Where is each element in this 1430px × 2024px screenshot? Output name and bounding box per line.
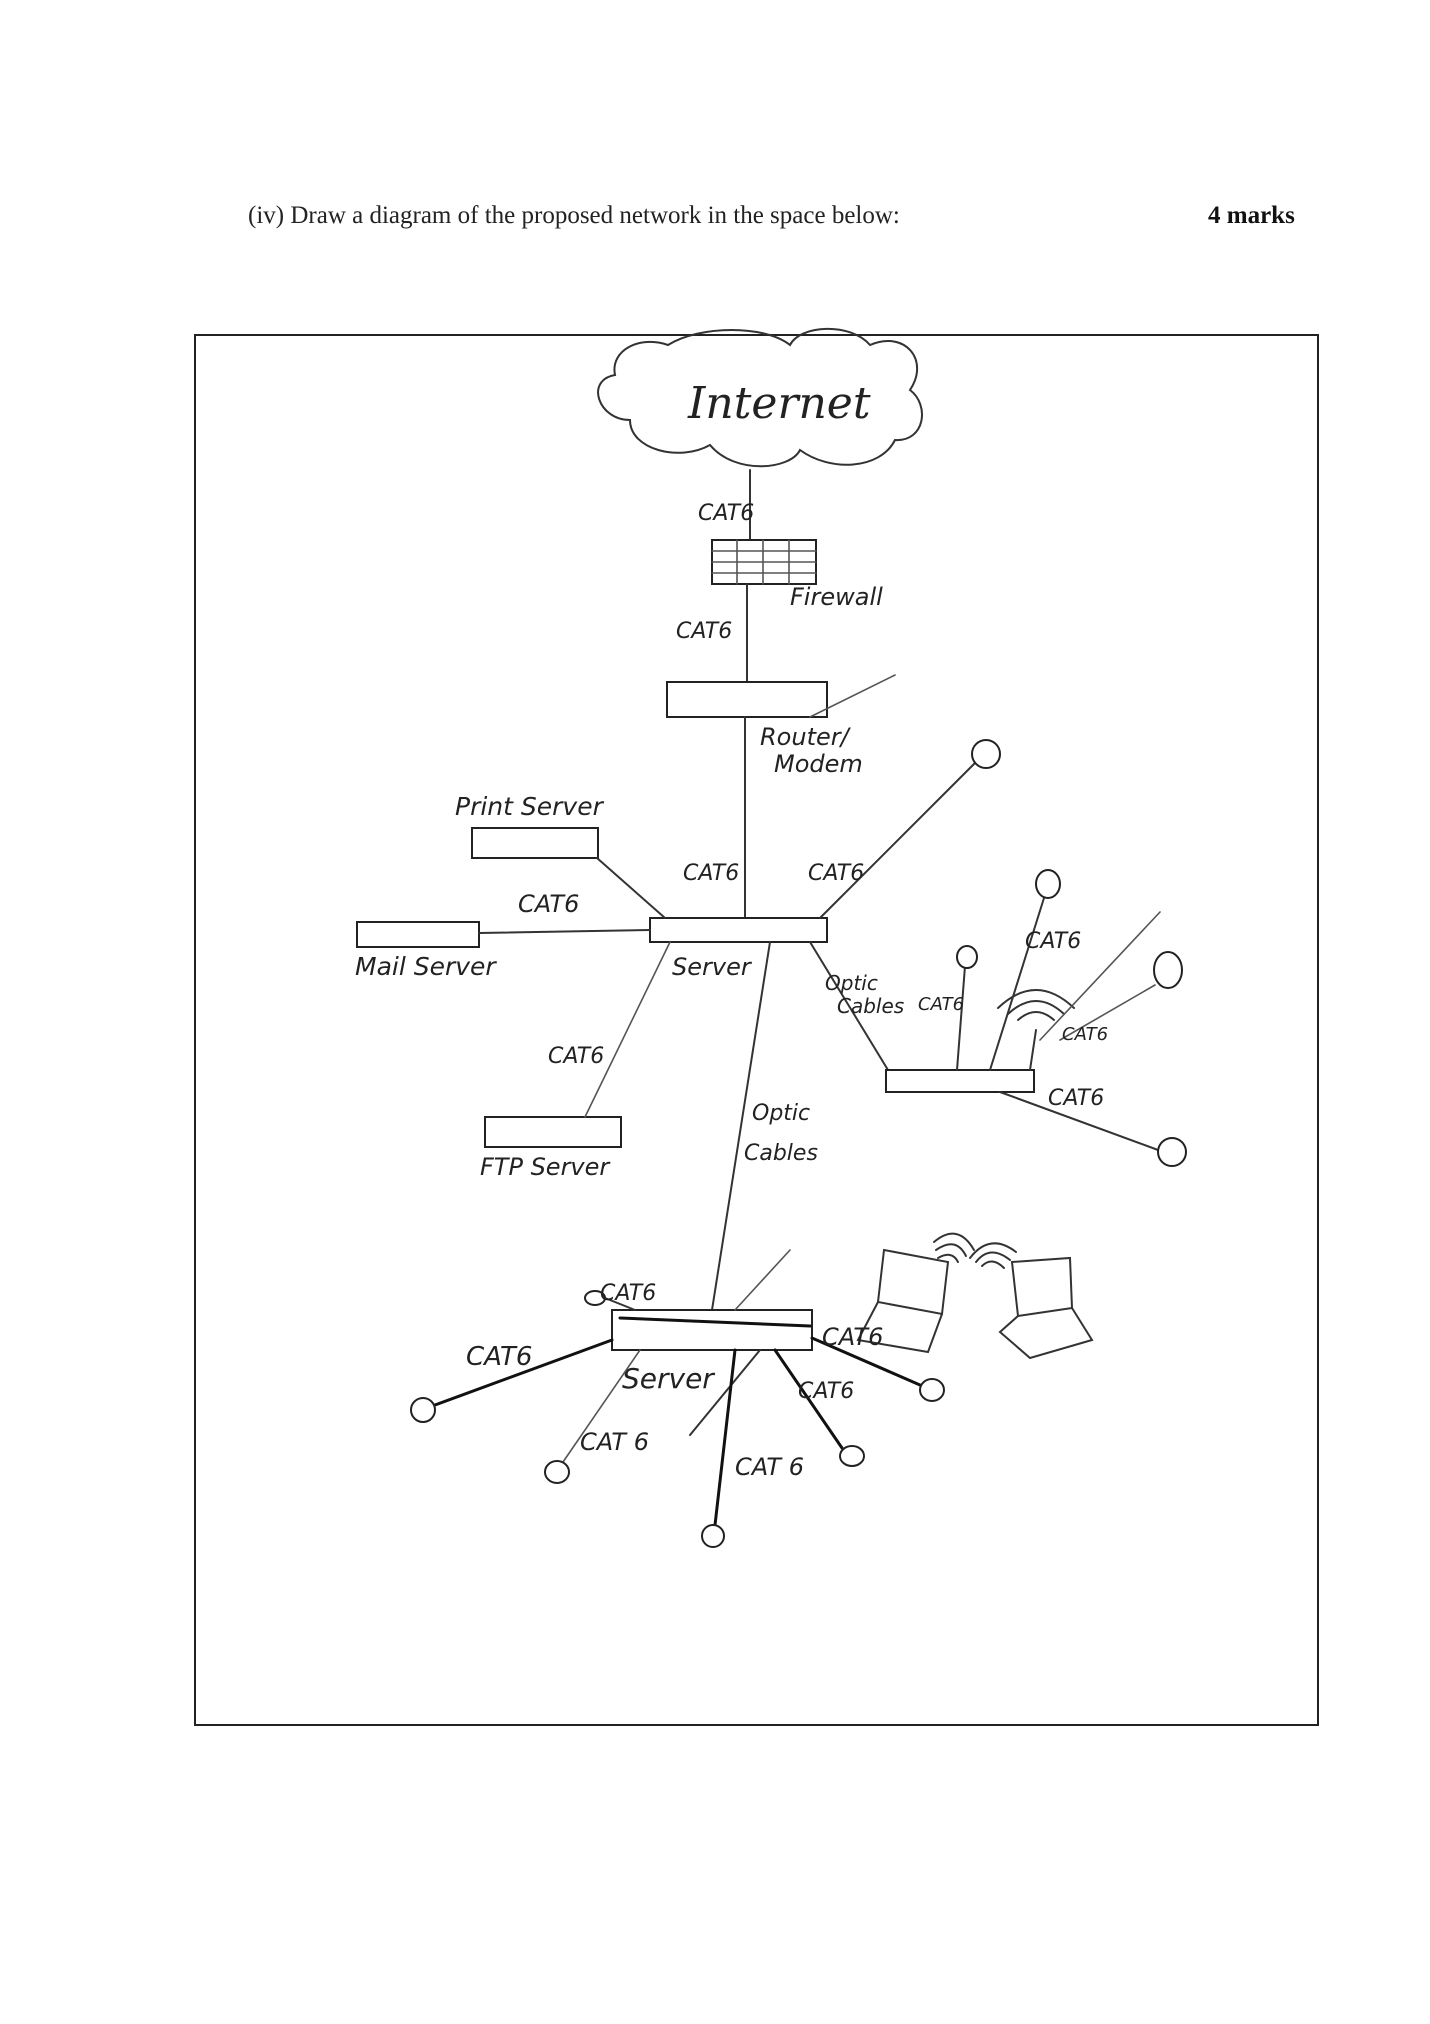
cable-upper-right-node (819, 762, 976, 919)
cable-label: CAT6 (518, 890, 579, 918)
main-server-label: Server (672, 953, 753, 981)
ftp-server-label: FTP Server (480, 1153, 611, 1181)
cable-lower-bottom-node (713, 1348, 737, 1527)
lower-bottom-left-node (544, 1460, 570, 1484)
cable-lower-bottom-left-node (562, 1349, 641, 1463)
cable-ftp-server (584, 941, 671, 1118)
right-node-2 (1035, 869, 1061, 899)
cable-right-node-3 (1039, 911, 1161, 1041)
cable-label: CAT6 (600, 1281, 656, 1306)
ftp-server-box (484, 1116, 622, 1148)
firewall-icon (711, 539, 817, 585)
cable-label: CAT6 (1048, 1086, 1104, 1111)
cable-lower-right-node (810, 1336, 922, 1387)
cable-label: CAT6 (808, 861, 864, 886)
wifi-icon (997, 989, 1075, 1021)
cable-lower-top-node (604, 1297, 636, 1311)
wifi-icon (969, 1242, 1017, 1269)
mail-server-box (356, 921, 480, 948)
laptop-icon (856, 1248, 950, 1354)
right-switch-box (885, 1069, 1035, 1093)
cable-lower-bottom-right-node (773, 1348, 844, 1450)
cable-label: CAT6 (698, 501, 754, 526)
main-server-box (649, 917, 828, 943)
cable-mail-server (478, 929, 651, 934)
upper-right-node (971, 739, 1001, 769)
cable-right-node-4 (999, 1091, 1159, 1151)
cable-server-right-switch (809, 941, 889, 1071)
internet-cloud (597, 327, 923, 468)
right-node-3 (1153, 951, 1183, 989)
cable-server-label-line (689, 1349, 761, 1436)
optic-cables-b-label: Optic Cables (744, 1101, 818, 1166)
cable-label: CAT 6 (735, 1453, 804, 1481)
question-prompt: (iv) Draw a diagram of the proposed netw… (248, 202, 900, 229)
cable-label: CAT6 (683, 861, 739, 886)
router-modem-label: Router/ Modem (760, 723, 863, 778)
internet-label: Internet (687, 378, 871, 429)
cable-label: CAT6 (676, 619, 732, 644)
cable-label: CAT6 (466, 1342, 532, 1372)
cable-lower-left-node (433, 1338, 614, 1407)
router-label-pointer (809, 674, 896, 718)
answer-frame (194, 334, 1319, 1726)
cable-lower-top-diagonal (734, 1249, 791, 1311)
router-modem-box (666, 681, 828, 718)
wifi-icon (933, 1232, 975, 1263)
cable-label: CAT 6 (580, 1428, 649, 1456)
cable-right-node-1 (956, 965, 966, 1071)
cable-wireless-antenna (1029, 1029, 1037, 1071)
lower-server-label: Server (622, 1362, 715, 1395)
cable-right-node-3b (1059, 984, 1156, 1041)
cable-label: CAT6 (822, 1323, 883, 1351)
lower-server-box (611, 1309, 813, 1351)
right-node-1 (956, 945, 978, 969)
lower-left-node (410, 1397, 436, 1423)
cable-label: CAT6 (1025, 929, 1081, 954)
cable-label: CAT6 (918, 994, 964, 1015)
cable-label: CAT6 (798, 1379, 854, 1404)
mail-server-label: Mail Server (355, 952, 497, 981)
firewall-label: Firewall (790, 583, 883, 611)
optic-cables-a-label: Optic Cables (825, 971, 904, 1018)
marks-label: 4 marks (1208, 202, 1295, 229)
cable-server-lower-server (711, 941, 771, 1311)
print-server-box (471, 827, 599, 859)
laptop-icon (998, 1256, 1094, 1360)
lower-server-slash (618, 1316, 812, 1328)
cable-print-server (596, 857, 666, 919)
right-node-4 (1157, 1137, 1187, 1167)
lower-bottom-right-node (839, 1445, 865, 1467)
lower-bottom-node (701, 1524, 725, 1548)
cable-label: CAT6 (548, 1044, 604, 1069)
cable-label: CAT6 (1062, 1024, 1108, 1045)
print-server-label: Print Server (455, 792, 605, 821)
lower-right-node (919, 1378, 945, 1402)
cable-right-node-2 (989, 897, 1045, 1071)
